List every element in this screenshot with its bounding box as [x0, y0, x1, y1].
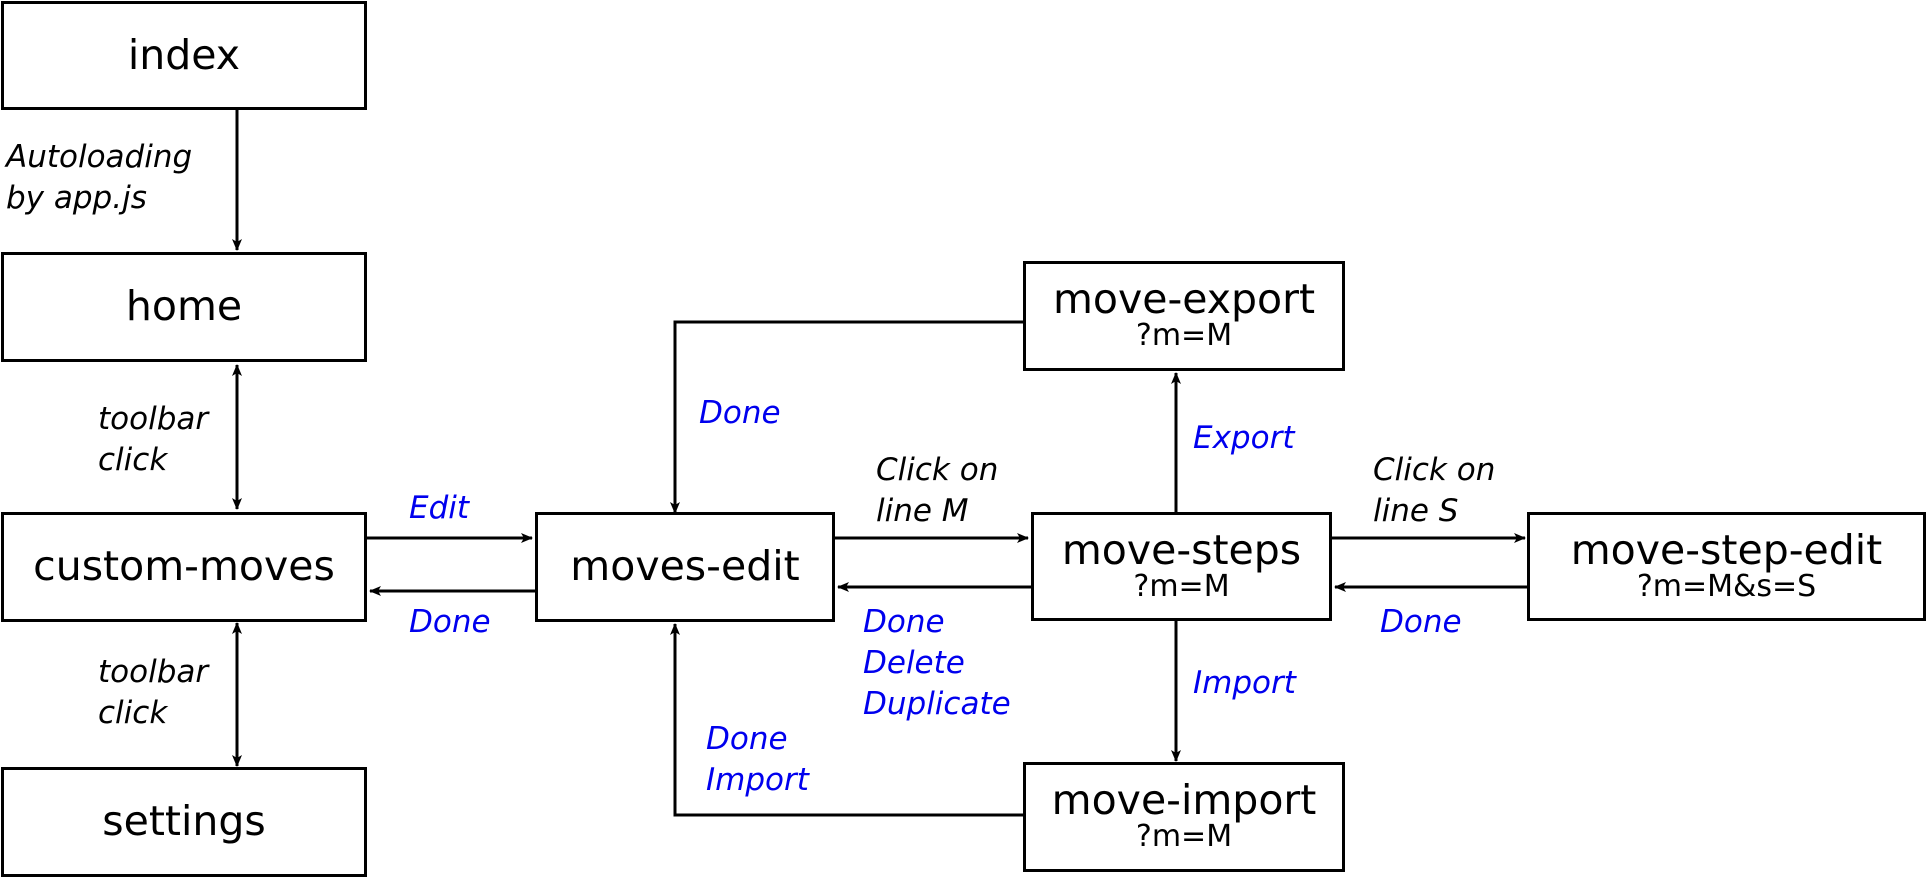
node-title: move-steps: [1061, 526, 1302, 574]
node-param: ?m=M: [1133, 569, 1230, 604]
node-title: custom-moves: [33, 542, 335, 590]
node-title: home: [125, 282, 243, 330]
node-move-import: move-import ?m=M: [1023, 762, 1345, 872]
edge-label-done-custom: Done: [409, 604, 491, 640]
node-param: ?m=M: [1135, 819, 1233, 854]
node-settings: settings: [1, 767, 367, 877]
node-param: ?m=M: [1135, 318, 1233, 353]
edge-label-export: Export: [1193, 420, 1295, 456]
edge-label-import: Import: [1193, 665, 1296, 701]
edge-label-click-line-m: Click on line M: [876, 452, 999, 529]
node-title: move-step-edit: [1570, 526, 1883, 574]
node-move-steps: move-steps ?m=M: [1031, 512, 1332, 621]
edge-label-toolbar-click-lower: toolbar click: [98, 654, 209, 731]
node-home: home: [1, 252, 367, 362]
edge-label-done-export: Done: [699, 395, 781, 431]
node-index: index: [1, 1, 367, 110]
edge-export-to-moves-edit: [670, 320, 1024, 514]
node-title: moves-edit: [570, 542, 800, 590]
node-title: move-import: [1051, 776, 1317, 824]
node-title: settings: [102, 797, 266, 845]
edge-label-toolbar-click-upper: toolbar click: [98, 401, 209, 478]
node-moves-edit: moves-edit: [535, 512, 835, 622]
node-move-export: move-export ?m=M: [1023, 261, 1345, 371]
node-title: index: [127, 31, 241, 79]
edge-label-click-line-s: Click on line S: [1373, 452, 1496, 529]
edge-label-edit: Edit: [409, 490, 470, 526]
edge-import-to-moves-edit: [670, 623, 1024, 817]
edge-label-done-import: Done Import: [706, 721, 809, 798]
edge-label-done-step-edit: Done: [1380, 604, 1462, 640]
node-title: move-export: [1052, 275, 1316, 323]
node-move-step-edit: move-step-edit ?m=M&s=S: [1527, 512, 1926, 621]
edge-label-done-delete-duplicate: Done Delete Duplicate: [863, 604, 1011, 722]
node-param: ?m=M&s=S: [1636, 569, 1817, 604]
edge-label-autoloading: Autoloading by app.js: [6, 139, 193, 216]
node-custom-moves: custom-moves: [1, 512, 367, 622]
